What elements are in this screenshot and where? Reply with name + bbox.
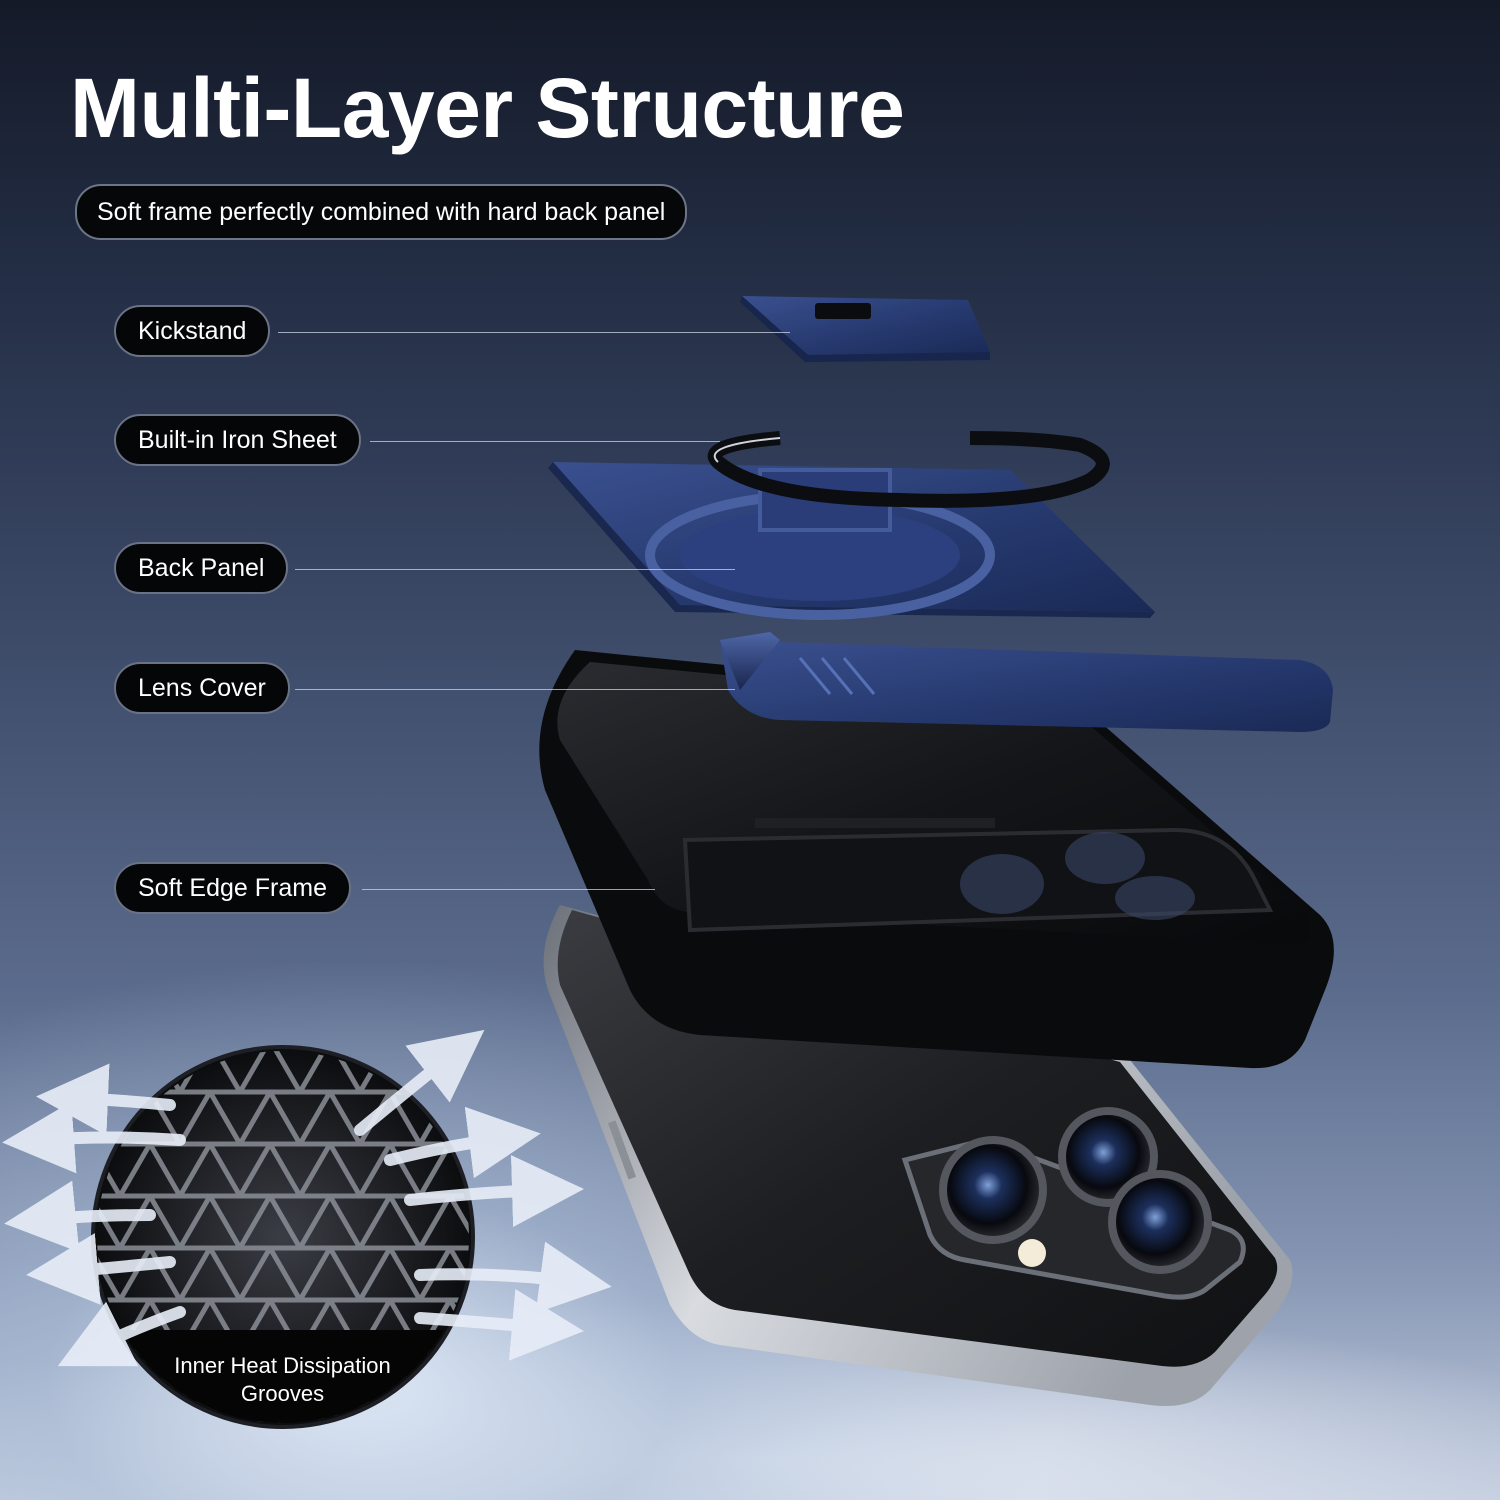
subtitle-badge: Soft frame perfectly combined with hard … <box>75 184 688 240</box>
label-built-in-iron-sheet: Built-in Iron Sheet <box>114 414 361 466</box>
label-soft-edge-frame: Soft Edge Frame <box>114 862 351 914</box>
kickstand-part <box>740 296 990 362</box>
label-lens-cover: Lens Cover <box>114 662 290 714</box>
leader-line-soft-edge-frame <box>362 889 655 890</box>
caption-line-2: Grooves <box>240 1381 325 1406</box>
heat-dissipation-caption: Inner Heat Dissipation Grooves <box>120 1352 445 1408</box>
heat-dissipation-detail <box>2 1029 612 1429</box>
leader-line-kickstand <box>278 332 790 333</box>
caption-line-1: Inner Heat Dissipation <box>174 1353 391 1378</box>
leader-line-lens-cover <box>295 689 735 690</box>
label-kickstand: Kickstand <box>114 305 271 357</box>
soft-edge-frame <box>539 650 1334 1069</box>
page-title: Multi-Layer Structure <box>70 61 905 155</box>
label-back-panel: Back Panel <box>114 542 289 594</box>
leader-line-back-panel <box>295 569 735 570</box>
lens-cover-part <box>720 632 1333 732</box>
leader-line-iron-sheet <box>370 441 720 442</box>
iron-sheet-part <box>707 431 1110 508</box>
